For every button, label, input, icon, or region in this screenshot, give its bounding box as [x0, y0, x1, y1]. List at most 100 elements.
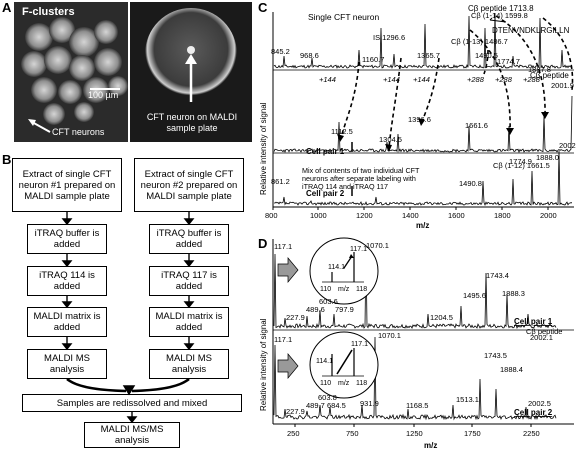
d-top-peak-label: 227.9	[286, 313, 305, 322]
d-bottom-peak-label: 489.7	[306, 401, 325, 410]
d-cell-pair-1: Cell pair 1	[514, 317, 553, 326]
c-shift-label: +288	[523, 75, 541, 84]
d-inset1-peak-114: 114.1	[328, 264, 345, 271]
c-peak-label: Cβ (1-14) 1599.8	[471, 11, 528, 20]
panel-label-d: D	[258, 236, 268, 251]
flow-step-2a: iTRAQ buffer is added	[27, 224, 107, 254]
c-peak-label: 845.2	[271, 47, 290, 56]
c-xtick-label: 1000	[310, 211, 327, 220]
panel-label-b: B	[2, 152, 12, 167]
d-inset-2: 117.1 114.1 110 118 m/z	[309, 331, 379, 399]
flow-step-1b: Extract of single CFT neuron #2 prepared…	[134, 158, 244, 212]
c-xtick-label: 2000	[540, 211, 557, 220]
flowchart-arrows	[61, 212, 195, 424]
d-bottom-peak-label: 1168.5	[406, 401, 428, 410]
c-spectrum-trace	[273, 150, 573, 206]
c-shift-label: +288	[495, 75, 513, 84]
c-peak-label: 1887.8	[528, 65, 551, 74]
d-xtick-label: 1250	[406, 429, 423, 438]
micrograph-maldi-plate: CFT neuron on MALDI sample plate	[130, 2, 252, 142]
c-shift-arrows	[340, 15, 574, 149]
c-ylabel: Relative intensity of signal	[259, 102, 268, 195]
scale-bar-label: 100 µm	[88, 90, 119, 100]
c-peak-label: 2001.9	[551, 81, 574, 90]
d-spectrum-trace	[273, 336, 557, 421]
c-cell-pair-2: Cell pair 2	[306, 189, 345, 198]
flow-step-4a: MALDI matrix is added	[27, 307, 107, 337]
d-inset2-xlabel: m/z	[338, 380, 350, 387]
d-top-peak-label: 1888.3	[502, 289, 525, 298]
f-clusters-image	[21, 17, 128, 125]
d-top-peak-label: 603.6	[319, 297, 338, 306]
c-cell-pair-1: Cell pair 1	[306, 147, 345, 156]
d-top-peak-label: 797.9	[335, 305, 354, 314]
flow-step-4b: MALDI matrix is added	[149, 307, 229, 337]
c-bottom-peak-label: 1774.9	[509, 157, 532, 166]
neuron-arrow-icon	[28, 119, 51, 133]
flow-merge-step: Samples are redissolved and mixed	[22, 394, 242, 412]
c-bottom-peak-label: Cβ (1-12) 1661.5	[493, 161, 550, 170]
d-xtick-label: 750	[346, 429, 359, 438]
c-spectrum-trace	[273, 12, 573, 69]
d-bottom-peak-label: 1070.1	[378, 331, 401, 340]
maldi-plate-image	[145, 8, 237, 102]
c-mid-peak-label: 1304.5	[379, 135, 402, 144]
c-xtick-label: 800	[265, 211, 278, 220]
d-ylabel: Relative intensity of signal	[259, 318, 268, 411]
c-xlabel: m/z	[416, 221, 429, 230]
d-inset2-peak-117: 117.1	[351, 341, 368, 348]
d-bottom-peak-label: 931.9	[360, 399, 379, 408]
c-shift-label: +144	[319, 75, 336, 84]
flow-step-3a: iTRAQ 114 is added	[27, 266, 107, 296]
scale-bar	[90, 88, 120, 90]
d-bottom-peak-label: 684.5	[327, 401, 346, 410]
c-mid-peak-label: 1661.6	[465, 121, 488, 130]
d-top-peak-label: 117.1	[274, 242, 292, 251]
d-inset2-tick-118: 118	[356, 380, 367, 387]
d-bottom-peak-label: 2002.5	[528, 399, 551, 408]
c-peak-label: 1774.7	[497, 57, 520, 66]
d-top-peak-label: 489.6	[306, 305, 325, 314]
flow-step-2b: iTRAQ buffer is added	[149, 224, 229, 254]
c-sequence: DTENVNDKLRGILLN	[492, 26, 570, 35]
c-cbeta-label: Cβ peptide	[530, 71, 569, 80]
d-inset1-xlabel: m/z	[338, 286, 350, 293]
c-shift-label: +144	[383, 75, 400, 84]
flow-step-1a: Extract of single CFT neuron #1 prepared…	[12, 158, 122, 212]
maldi-plate-label: CFT neuron on MALDI sample plate	[146, 112, 238, 133]
d-bottom-peak-label: 227.9	[286, 407, 305, 416]
c-xtick-label: 1200	[356, 211, 373, 220]
c-spectrum-trace	[273, 95, 573, 154]
c-bottom-peak-label: 2002.0	[559, 141, 576, 150]
c-shift-label: +144	[413, 75, 430, 84]
c-shift-label: +288	[467, 75, 485, 84]
d-xtick-label: 2250	[523, 429, 540, 438]
d-top-peak-label: 1743.4	[486, 271, 509, 280]
d-inset1-peak-117: 117.1	[350, 246, 367, 253]
flow-step-5b: MALDI MS analysis	[149, 349, 229, 379]
c-peak-label: 1490.5	[475, 51, 498, 60]
c-peak-label: Cβ (1-13) 1486.7	[451, 37, 508, 46]
d-top-peak-label: 1204.5	[430, 313, 453, 322]
d-inset-1: 117.1 114.1 110 118 m/z	[309, 237, 379, 305]
d-inset1-tick-110: 110	[320, 286, 331, 293]
f-clusters-title: F-clusters	[22, 6, 75, 18]
d-bottom-peak-label: 603.8	[318, 393, 337, 402]
d-inset2-tick-110: 110	[320, 380, 331, 387]
c-bottom-peak-label: 1888.0	[536, 153, 559, 162]
c-peak-label: IS 1296.6	[373, 33, 405, 42]
d-cbeta: Cβ peptide	[526, 327, 562, 336]
c-peak-label: 1160.7	[362, 55, 384, 64]
c-shift-arrowheads	[337, 112, 549, 152]
c-bottom-peak-label: 861.2	[271, 177, 290, 186]
d-top-peak-label: 1495.6	[463, 291, 486, 300]
c-mid-peak-label: 1112.5	[331, 127, 353, 136]
d-xtick-label: 250	[287, 429, 300, 438]
d-pointer-arrow-2-icon	[277, 353, 299, 379]
d-bottom-peak-label: 1513.1	[456, 395, 479, 404]
d-xlabel: m/z	[424, 441, 437, 450]
c-mid-peak-label: 1396.6	[408, 115, 431, 124]
